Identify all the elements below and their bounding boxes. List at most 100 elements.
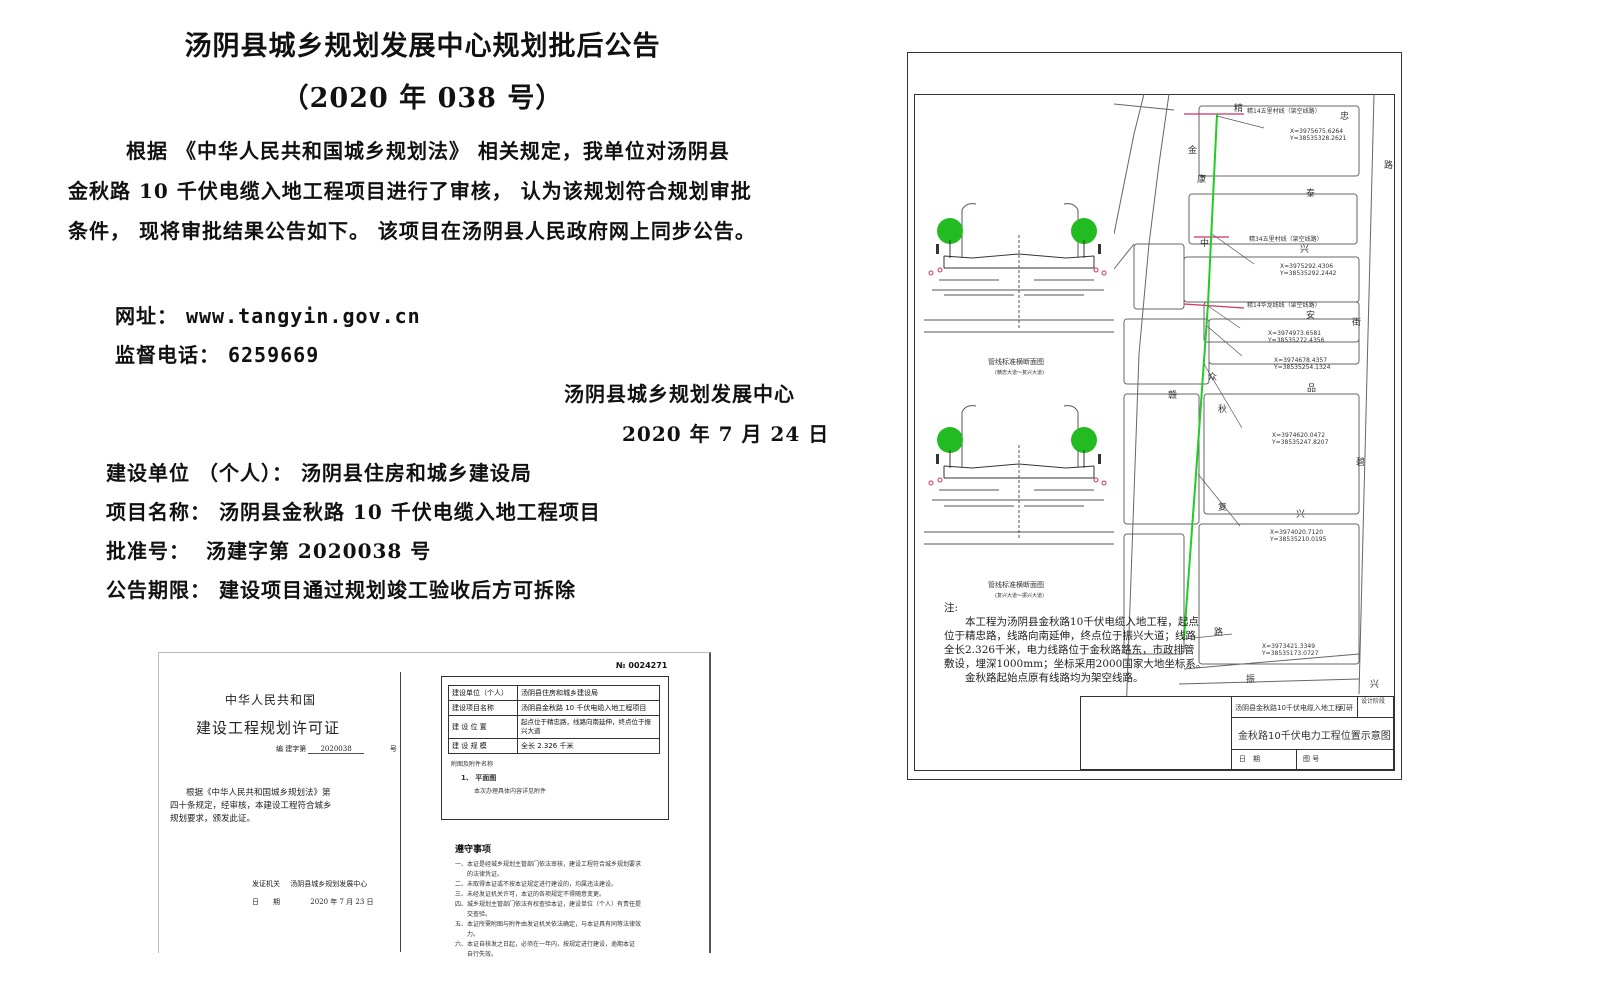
field-period: 公告期限： 建设项目通过规划竣工验收后方可拆除 — [106, 574, 576, 603]
permit-date-label: 日 期 — [252, 898, 280, 906]
permit-scan — [158, 652, 711, 953]
road-label: 路 — [1214, 628, 1224, 638]
rule-line: 五、本证所需附图与附件由发证机关依法确定，与本证具有同等法律效 — [455, 921, 642, 928]
permit-number-suffix: 号 — [389, 745, 397, 753]
road-label: 碧 — [1356, 458, 1366, 468]
permit-issuer-value: 汤阴县城乡规划发展中心 — [290, 880, 368, 888]
table-cell-value: 汤阴县金秋路 10 千伏电缆入地工程项目 — [517, 700, 660, 716]
cable-route — [1183, 113, 1218, 640]
permit-number-value: 2020038 — [308, 745, 364, 754]
field-approval: 批准号： 汤建字第 2020038 号 — [106, 535, 431, 564]
rule-line: 一、本证是经城乡规划主管部门依法审核，建设工程符合城乡规划要求 — [455, 861, 642, 868]
paragraph-line-1: 根据 《中华人民共和国城乡规划法》 相关规定，我单位对汤阴县 — [126, 139, 730, 163]
rule-line: 三、未经发证机关许可，本证的各项规定不得随意变更。 — [455, 891, 606, 898]
permit-issuer: 发证机关 汤阴县城乡规划发展中心 — [252, 879, 367, 889]
permit-text-line: 四十条规定，经审核，本建设工程符合城乡 — [170, 801, 332, 811]
drawing-sheet — [907, 52, 1402, 780]
city-blocks — [1114, 94, 1375, 769]
rule-line: 二、未取得本证或不按本证规定进行建设的，均属违法建设。 — [455, 881, 618, 888]
rule-line: 四、城乡规划主管部门依法有权查验本证，建设单位（个人）有责任提 — [455, 901, 642, 908]
table-row: 建 设 规 模 全长 2.326 千米 — [448, 738, 660, 754]
table-row: 建设项目名称 汤阴县金秋路 10 千伏电缆入地工程项目 — [448, 700, 660, 716]
road-label: 街 — [1352, 318, 1362, 328]
field-label: 批准号： — [106, 539, 190, 563]
phone-number: 6259669 — [227, 343, 320, 367]
permit-text-line: 根据《中华人民共和国城乡规划法》第 — [186, 788, 331, 798]
field-label: 公告期限： — [106, 578, 211, 602]
permit-date: 日 期 2020 年 7 月 23 日 — [252, 897, 374, 907]
titleblock-date-label: 日 期 — [1239, 755, 1260, 763]
permit-date-value: 2020 年 7 月 23 日 — [310, 898, 374, 906]
tree-icon — [937, 427, 963, 453]
section-title-1: 管线标准横断面图 — [988, 358, 1044, 366]
table-cell-label: 建 设 规 模 — [448, 738, 518, 754]
cross-section-1 — [924, 203, 1114, 333]
table-cell-value: 全长 2.326 千米 — [517, 738, 660, 754]
tree-icon — [1071, 427, 1097, 453]
website-label: 网址： — [115, 304, 178, 328]
note-line: 本工程为汤阴县金秋路10千伏电缆入地工程，起点 — [944, 616, 1199, 628]
note-line: 位于精忠路，线路向南延伸，终点位于振兴大道；线路 — [944, 630, 1196, 642]
field-project: 项目名称： 汤阴县金秋路 10 千伏电缆入地工程项目 — [106, 496, 601, 525]
rule-line: 六、本证自核发之日起，必须在一年内，按规定进行建设，逾期本证 — [455, 941, 636, 948]
road-label: 品 — [1307, 384, 1317, 394]
permit-table: 建设单位（个人） 汤阴县住房和城乡建设局 建设项目名称 汤阴县金秋路 10 千伏… — [448, 685, 660, 754]
note-line: 金秋路起始点原有线路均为架空线路。 — [944, 672, 1144, 684]
table-cell-label: 建 设 位 置 — [448, 715, 518, 739]
field-value: 建设项目通过规划竣工验收后方可拆除 — [218, 578, 576, 602]
road-label: 复 — [1218, 503, 1228, 513]
website-row: 网址： www.tangyin.gov.cn — [115, 300, 421, 329]
notice-number: （2020 年 038 号） — [281, 83, 564, 114]
attachments-label: 附图及附件名称 — [451, 761, 494, 768]
table-cell-value: 汤阴县住房和城乡建设局 — [517, 685, 660, 701]
drawing-frame — [914, 94, 1395, 771]
road-label: 康 — [1197, 175, 1207, 185]
road-label: 中 — [1200, 239, 1210, 249]
table-row: 建设单位（个人） 汤阴县住房和城乡建设局 — [448, 685, 660, 701]
paragraph-line-3: 条件， 现将审批结果公告如下。 该项目在汤阴县人民政府网上同步公告。 — [68, 219, 756, 243]
road-label: 泰 — [1306, 189, 1316, 199]
notes-title: 注: — [944, 602, 959, 614]
titleblock-code: 可研 — [1339, 704, 1353, 712]
road-label: 金 — [1188, 146, 1198, 156]
permit-table-box: 建设单位（个人） 汤阴县住房和城乡建设局 建设项目名称 汤阴县金秋路 10 千伏… — [441, 676, 669, 820]
road-label: 兴 — [1296, 510, 1306, 520]
titleblock-drawing-name: 金秋路10千伏电力工程位置示意图 — [1238, 731, 1391, 742]
line-label: 精34五里村线（架空线路） — [1249, 236, 1323, 243]
rule-line: 力。 — [455, 931, 480, 938]
table-cell-label: 建设单位（个人） — [448, 685, 518, 701]
field-value: 汤建字第 2020038 号 — [205, 539, 432, 563]
cross-section-2 — [924, 405, 1114, 545]
road-label: 兴 — [1370, 680, 1380, 690]
attachment-2: 本次办理具体内容详见附件 — [474, 788, 547, 795]
table-cell-label: 建设项目名称 — [448, 700, 518, 716]
website-link[interactable]: www.tangyin.gov.cn — [185, 304, 421, 328]
title-block: 汤阴县金秋路10千伏电缆入地工程 可研 设计阶段 金秋路10千伏电力工程位置示意… — [1080, 696, 1394, 770]
road-label: 安 — [1306, 311, 1316, 321]
permit-number-prefix: 编 建字第 — [276, 745, 307, 753]
permit-serial: № 0024271 — [616, 661, 668, 670]
field-label: 建设单位 （个人）： — [106, 461, 293, 485]
permit-number: 编 建字第 2020038 号 — [276, 744, 397, 754]
tree-icon — [937, 218, 963, 244]
plan-map — [1114, 94, 1375, 769]
issuer: 汤阴县城乡规划发展中心 — [564, 382, 795, 406]
rule-line: 自行失效。 — [455, 951, 498, 958]
issue-date: 2020 年 7 月 24 日 — [622, 422, 830, 446]
road-label: 赣 — [1168, 391, 1178, 401]
permit-text: 根据《中华人民共和国城乡规划法》第 四十条规定，经审核，本建设工程符合城乡 规划… — [170, 787, 332, 826]
permit-text-line: 规划要求，颁发此证。 — [170, 814, 256, 824]
phone-row: 监督电话： 6259669 — [115, 339, 319, 368]
line-label: 精14五里村线（架空线路） — [1247, 108, 1321, 115]
road-label: 众 — [1208, 373, 1218, 383]
permit-fold — [400, 672, 401, 952]
drawing-notes: 注: 本工程为汤阴县金秋路10千伏电缆入地工程，起点 位于精忠路，线路向南延伸，… — [944, 601, 1206, 685]
notice-paragraph: 根据 《中华人民共和国城乡规划法》 相关规定，我单位对汤阴县 金秋路 10 千伏… — [68, 131, 828, 251]
road-label: 兴 — [1300, 245, 1310, 255]
